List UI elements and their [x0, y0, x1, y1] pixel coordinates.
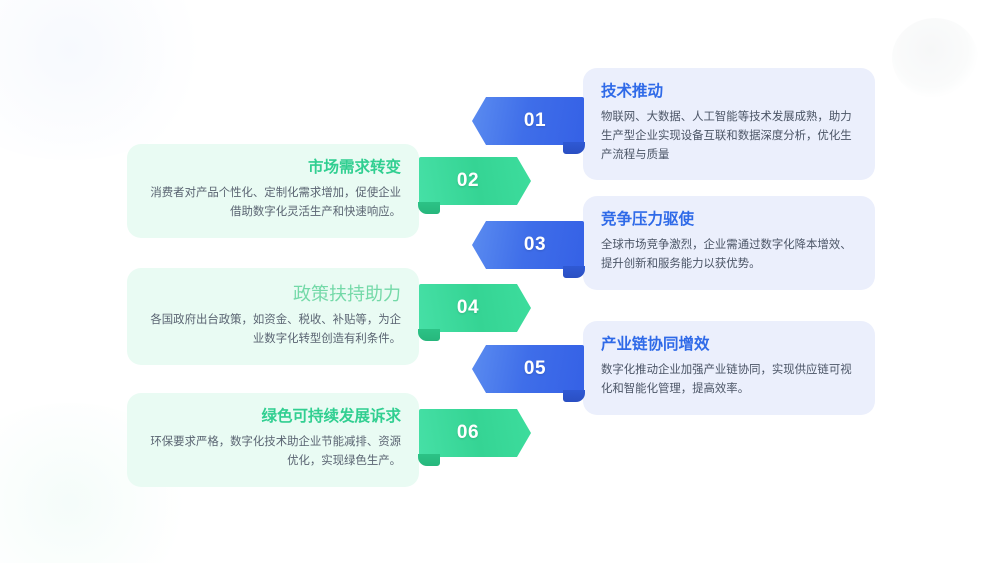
card-title-04: 政策扶持助力: [293, 284, 401, 304]
card-title-01: 技术推动: [601, 83, 664, 100]
card-body-06: 环保要求严格，数字化技术助企业节能减排、资源优化，实现绿色生产。: [150, 435, 401, 467]
content-card-03: 竞争压力驱使 全球市场竞争激烈，企业需通过数字化降本增效、提升创新和服务能力以获…: [583, 196, 875, 290]
ribbon-fold-icon: [418, 454, 440, 466]
ribbon-fold-icon: [563, 390, 585, 402]
content-card-02: 市场需求转变 消费者对产品个性化、定制化需求增加，促使企业借助数字化灵活生产和快…: [127, 144, 419, 238]
step-ribbon-04[interactable]: 04: [418, 284, 531, 341]
step-number-01: 01: [523, 110, 547, 131]
step-number-05: 05: [523, 358, 547, 379]
card-title-02: 市场需求转变: [307, 159, 401, 176]
step-ribbon-06[interactable]: 06: [418, 409, 531, 466]
ribbon-fold-icon: [563, 266, 585, 278]
ribbon-plate-icon: [472, 97, 584, 145]
ribbon-plate-icon: [472, 345, 584, 393]
card-body-05: 数字化推动企业加强产业链协同，实现供应链可视化和智能化管理，提高效率。: [601, 363, 852, 395]
card-body-01: 物联网、大数据、人工智能等技术发展成熟，助力生产型企业实现设备互联和数据深度分析…: [601, 110, 852, 161]
step-number-06: 06: [456, 422, 480, 443]
content-card-05: 产业链协同增效 数字化推动企业加强产业链协同，实现供应链可视化和智能化管理，提高…: [583, 321, 875, 415]
card-body-03: 全球市场竞争激烈，企业需通过数字化降本增效、提升创新和服务能力以获优势。: [601, 238, 852, 270]
step-ribbon-05[interactable]: 05: [472, 345, 585, 402]
card-title-03: 竞争压力驱使: [601, 211, 695, 228]
step-number-02: 02: [456, 170, 480, 191]
ribbon-fold-icon: [563, 142, 585, 154]
step-ribbon-01[interactable]: 01: [472, 97, 585, 154]
content-card-04: 政策扶持助力 各国政府出台政策，如资金、税收、补贴等，为企业数字化转型创造有利条…: [127, 268, 419, 365]
card-body-04: 各国政府出台政策，如资金、税收、补贴等，为企业数字化转型创造有利条件。: [150, 314, 401, 346]
step-ribbon-02[interactable]: 02: [418, 157, 531, 214]
step-ribbon-03[interactable]: 03: [472, 221, 585, 278]
ribbon-plate-icon: [472, 221, 584, 269]
card-title-06: 绿色可持续发展诉求: [261, 408, 401, 425]
ribbon-fold-icon: [418, 329, 440, 341]
content-card-01: 技术推动 物联网、大数据、人工智能等技术发展成熟，助力生产型企业实现设备互联和数…: [583, 68, 875, 181]
card-body-02: 消费者对产品个性化、定制化需求增加，促使企业借助数字化灵活生产和快速响应。: [150, 186, 401, 218]
step-number-04: 04: [456, 297, 480, 318]
ribbon-plate-icon: [419, 409, 531, 457]
ribbon-fold-icon: [418, 202, 440, 214]
content-card-06: 绿色可持续发展诉求 环保要求严格，数字化技术助企业节能减排、资源优化，实现绿色生…: [127, 393, 419, 487]
card-title-05: 产业链协同增效: [601, 336, 710, 353]
ribbon-plate-icon: [419, 284, 531, 332]
step-number-03: 03: [523, 234, 547, 255]
ribbon-plate-icon: [419, 157, 531, 205]
